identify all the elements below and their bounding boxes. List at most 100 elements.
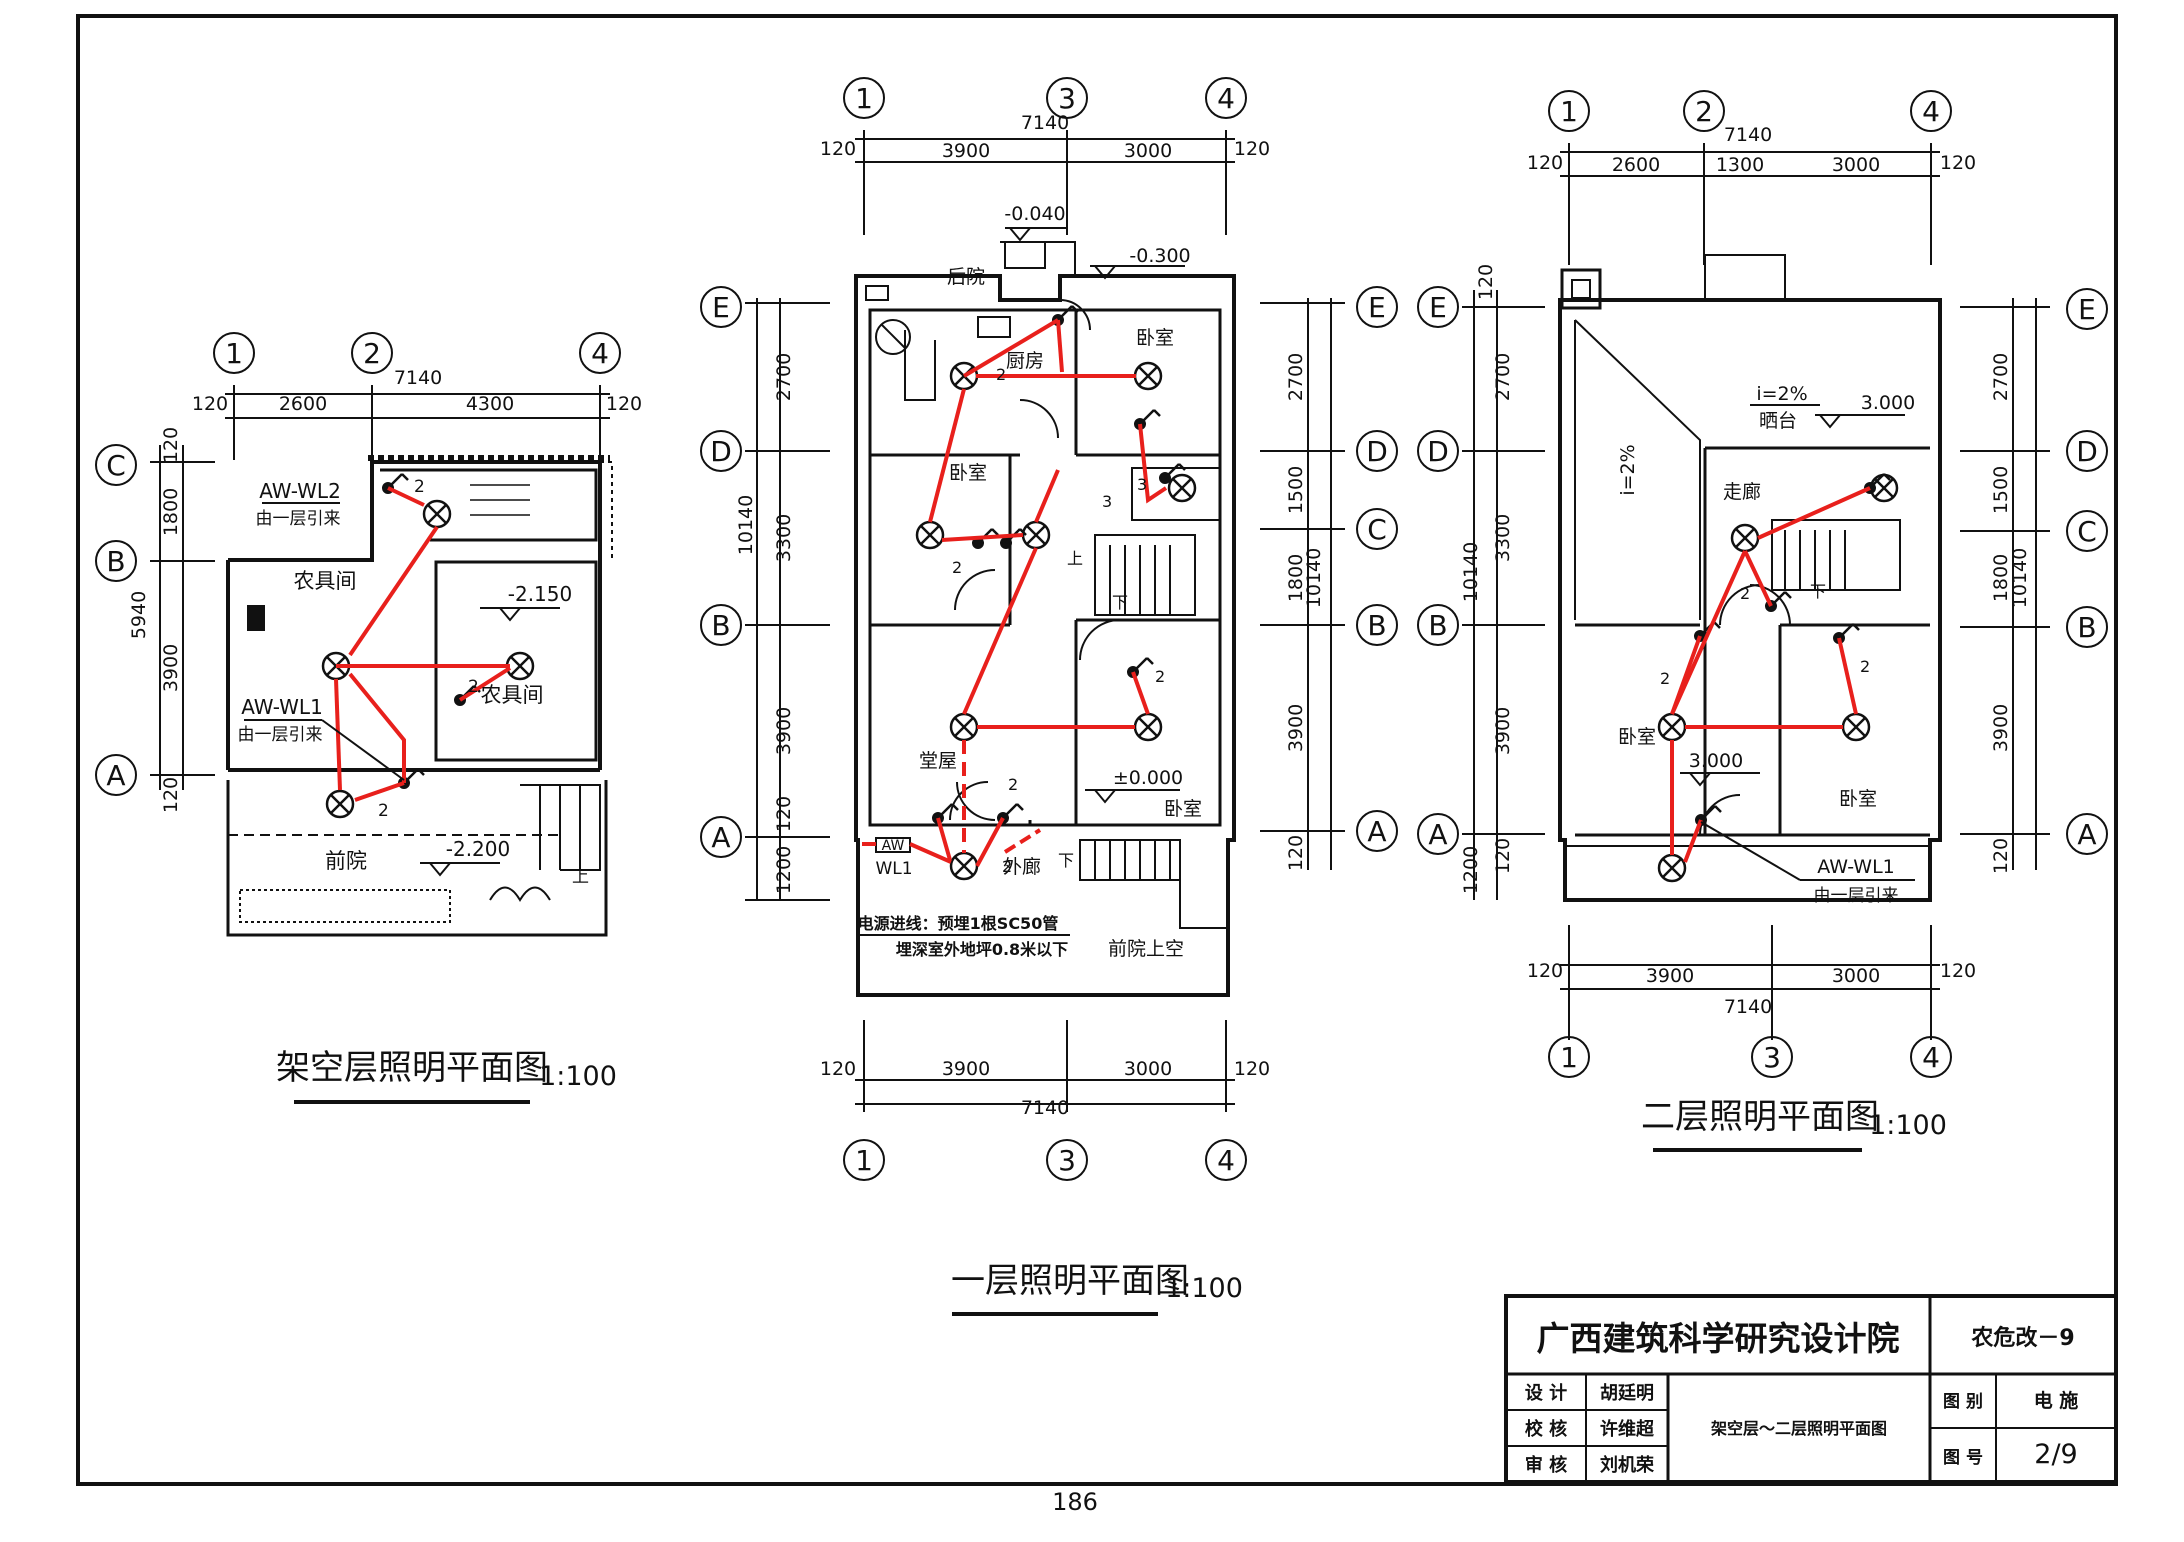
svg-text:B: B bbox=[2077, 611, 2096, 644]
level-mark: -2.150 bbox=[508, 582, 572, 606]
switch-count: 2 bbox=[1860, 657, 1870, 676]
level-mark: 3.000 bbox=[1689, 750, 1743, 772]
svg-text:1: 1 bbox=[1560, 1041, 1578, 1074]
signature-name: 许维超 bbox=[1600, 1418, 1655, 1440]
svg-text:E: E bbox=[1429, 291, 1447, 324]
dim-bay1: 2600 bbox=[1612, 154, 1660, 176]
panel-label: AW bbox=[882, 838, 905, 854]
dim-right-cb: 1800 bbox=[1990, 554, 2012, 602]
switch-count: 2 bbox=[378, 801, 389, 821]
level-mark: 3.000 bbox=[1861, 392, 1915, 414]
axis-bubble-E-right: E bbox=[2066, 288, 2108, 330]
page-number: 186 bbox=[1052, 1488, 1098, 1516]
room-label: 外廊 bbox=[1003, 856, 1041, 878]
feed-note: 由一层引来 bbox=[256, 509, 341, 529]
room-label: 卧室 bbox=[949, 462, 987, 484]
svg-text:2: 2 bbox=[363, 337, 381, 370]
lamp-icon bbox=[1133, 361, 1163, 391]
dim-bay1: 3900 bbox=[942, 1058, 990, 1080]
dim-left-ed: 2700 bbox=[773, 353, 795, 401]
axis-bubble-D-right: D bbox=[1356, 430, 1398, 472]
axis-bubble-A-right: A bbox=[2066, 813, 2108, 855]
lamp-icon bbox=[915, 520, 945, 550]
axis-bubble-E: E bbox=[700, 286, 742, 328]
dim-right-total: 10140 bbox=[1303, 548, 1325, 608]
signature-name: 刘机荣 bbox=[1600, 1454, 1655, 1476]
svg-text:B: B bbox=[711, 609, 730, 642]
lamp-icon bbox=[325, 789, 355, 819]
level-mark: ±0.000 bbox=[1113, 767, 1183, 789]
svg-text:C: C bbox=[2077, 515, 2097, 548]
svg-text:4: 4 bbox=[1922, 1041, 1940, 1074]
signature-name: 胡廷明 bbox=[1600, 1382, 1654, 1404]
svg-text:1: 1 bbox=[225, 337, 243, 370]
axis-bubble-B: B bbox=[1417, 604, 1459, 646]
dim-left-porch: 1200 bbox=[773, 846, 795, 894]
lamp-icon bbox=[949, 851, 979, 881]
axis-bubble-E: E bbox=[1417, 286, 1459, 328]
axis-bubble-3-bottom: 3 bbox=[1751, 1036, 1793, 1078]
svg-text:3: 3 bbox=[1058, 82, 1076, 115]
dim-right-dc: 1500 bbox=[1285, 466, 1307, 514]
room-label: 前院上空 bbox=[1108, 938, 1184, 960]
axis-bubble-1: 1 bbox=[843, 77, 885, 119]
svg-text:A: A bbox=[1428, 818, 1447, 851]
dim-side-cb: 1800 bbox=[160, 488, 182, 536]
dim-edge-left: 120 bbox=[820, 1058, 856, 1080]
svg-text:4: 4 bbox=[1217, 1144, 1235, 1177]
plan-ground-floor: 1 3 4 7140 120 3900 3000 120 E D B A 101… bbox=[700, 77, 1398, 1181]
svg-text:C: C bbox=[1367, 513, 1387, 546]
plan-basement: 1 2 4 C B A 7140 120 2600 4300 120 5940 … bbox=[95, 332, 642, 937]
dim-left-porch: 1200 bbox=[1460, 846, 1482, 894]
svg-text:1: 1 bbox=[855, 1144, 873, 1177]
switch-count: 2 bbox=[1002, 857, 1012, 876]
dim-left-ba: 3900 bbox=[1492, 707, 1514, 755]
drawing-name: 架空层～二层照明平面图 bbox=[1710, 1419, 1887, 1438]
room-label: 农具间 bbox=[481, 683, 544, 707]
room-label: 卧室 bbox=[1136, 327, 1174, 349]
svg-text:2: 2 bbox=[1695, 95, 1713, 128]
number-label: 图 号 bbox=[1943, 1448, 1983, 1468]
feed-note: 由一层引来 bbox=[238, 725, 323, 745]
switch-count: 3 bbox=[1102, 492, 1112, 511]
axis-bubble-D: D bbox=[700, 430, 742, 472]
role-label: 设 计 bbox=[1525, 1382, 1567, 1404]
dim-left-total: 10140 bbox=[735, 495, 757, 555]
axis-bubble-B: B bbox=[700, 604, 742, 646]
level-mark: -0.040 bbox=[1004, 203, 1065, 225]
dim-left-ba: 3900 bbox=[773, 707, 795, 755]
switch-count: 2 bbox=[952, 558, 962, 577]
lamp-icon bbox=[422, 499, 452, 529]
dim-left-db: 3300 bbox=[773, 514, 795, 562]
note-line: 埋深室外地坪0.8米以下 bbox=[896, 940, 1068, 959]
dim-right-ba: 3900 bbox=[1990, 704, 2012, 752]
svg-text:D: D bbox=[2076, 435, 2098, 468]
room-label: 前院 bbox=[325, 849, 367, 873]
axis-bubble-B-right: B bbox=[2066, 606, 2108, 648]
svg-text:3: 3 bbox=[1763, 1041, 1781, 1074]
room-label: 卧室 bbox=[1839, 788, 1877, 810]
svg-text:4: 4 bbox=[1217, 82, 1235, 115]
room-label: 后院 bbox=[947, 266, 985, 288]
dim-left-db: 3300 bbox=[1492, 514, 1514, 562]
svg-text:D: D bbox=[710, 435, 732, 468]
lamp-icon bbox=[1021, 520, 1051, 550]
dim-edge-left: 120 bbox=[1527, 152, 1563, 174]
axis-bubble-D-right: D bbox=[2066, 430, 2108, 472]
axis-bubble-A-right: A bbox=[1356, 810, 1398, 852]
dim-bay2: 1300 bbox=[1716, 154, 1764, 176]
axis-bubble-2: 2 bbox=[1683, 90, 1725, 132]
stair-mark: 下 bbox=[1810, 582, 1826, 601]
room-label: 走廊 bbox=[1723, 481, 1761, 503]
room-label: 堂屋 bbox=[919, 750, 957, 772]
dim-bay2: 3000 bbox=[1832, 965, 1880, 987]
dim-side-total: 5940 bbox=[128, 591, 150, 639]
svg-text:A: A bbox=[1367, 815, 1386, 848]
svg-text:A: A bbox=[711, 821, 730, 854]
axis-bubble-C-right: C bbox=[2066, 510, 2108, 552]
dim-bay1: 3900 bbox=[942, 140, 990, 162]
project-code: 农危改－9 bbox=[1970, 1325, 2074, 1351]
svg-text:D: D bbox=[1366, 435, 1388, 468]
axis-bubble-3-bottom: 3 bbox=[1046, 1139, 1088, 1181]
